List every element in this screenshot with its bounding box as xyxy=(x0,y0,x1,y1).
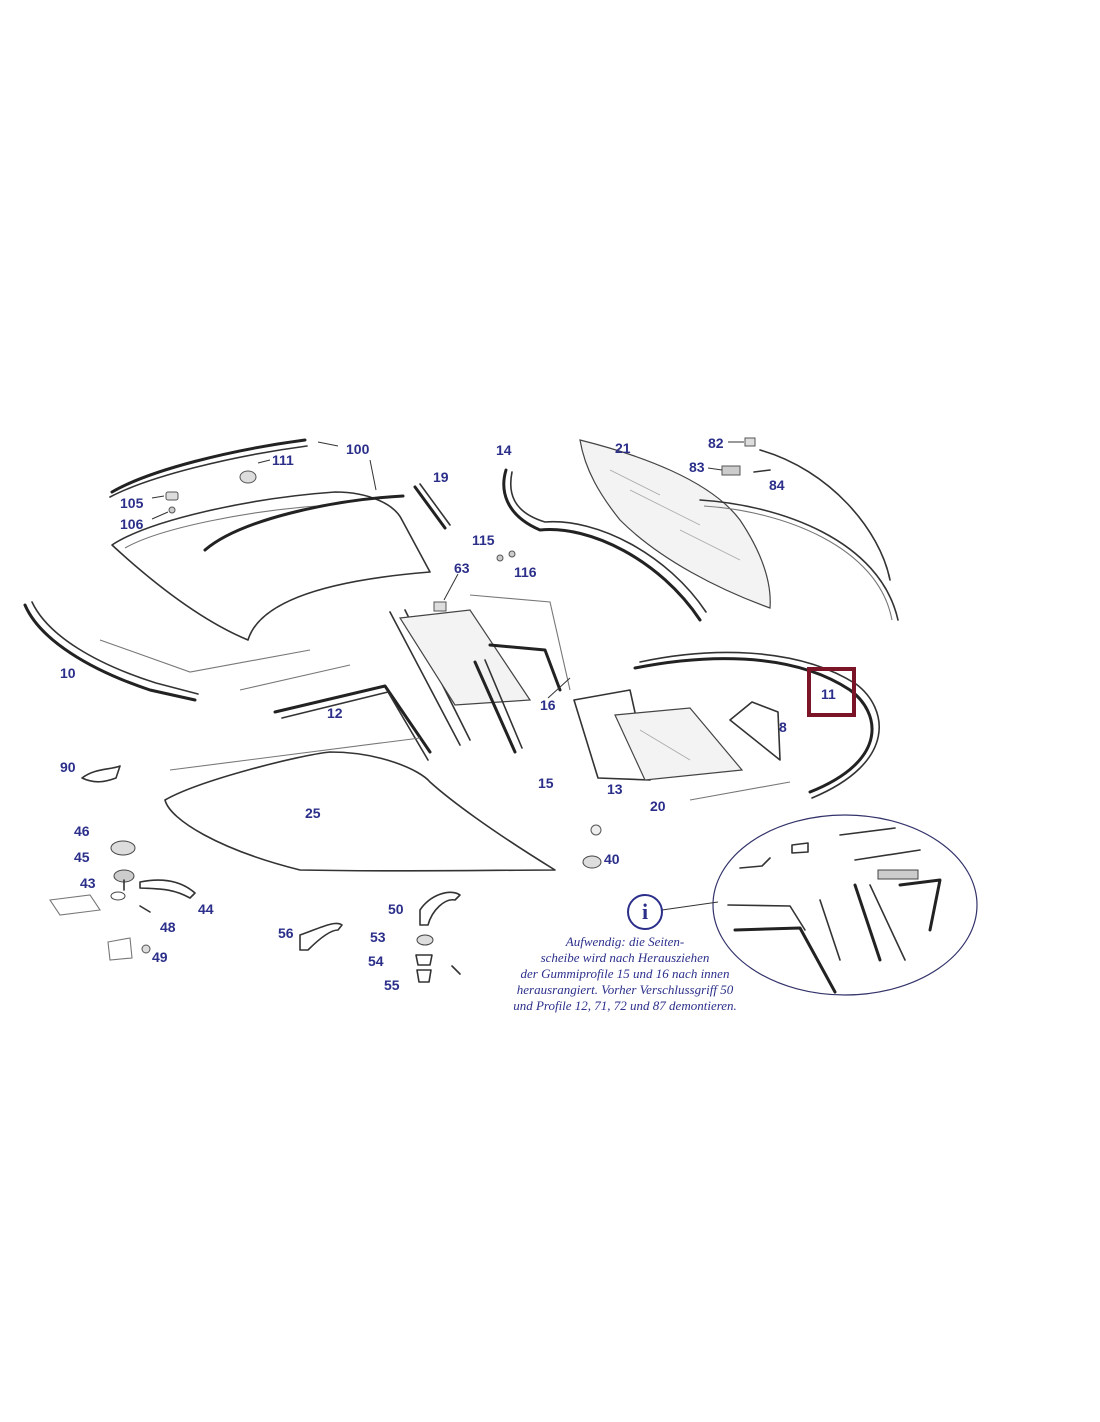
part-12-channel xyxy=(273,684,432,761)
part-21-rear-window xyxy=(579,439,771,609)
label-8: 8 xyxy=(779,719,787,735)
part-106-screw xyxy=(151,506,176,520)
svg-text:i: i xyxy=(642,899,648,924)
part-19-strip xyxy=(413,483,451,530)
part-20-quarter-glass xyxy=(614,707,744,781)
label-56: 56 xyxy=(278,925,294,941)
roof-panel xyxy=(111,491,431,641)
part-25-cover xyxy=(164,751,556,872)
label-55: 55 xyxy=(384,977,400,993)
label-106: 106 xyxy=(120,516,144,532)
label-25: 25 xyxy=(305,805,321,821)
label-50: 50 xyxy=(388,901,404,917)
label-90: 90 xyxy=(60,759,76,775)
part-10-seal xyxy=(23,601,199,702)
detail-circle xyxy=(712,814,978,996)
part-43-washer xyxy=(110,891,126,901)
part-82-clip xyxy=(728,437,756,447)
label-54: 54 xyxy=(368,953,384,969)
latch-assembly-left xyxy=(49,894,133,961)
label-11: 11 xyxy=(821,686,836,702)
info-note: Aufwendig: die Seiten- scheibe wird nach… xyxy=(513,934,737,1013)
label-43: 43 xyxy=(80,875,96,891)
note-line-3: der Gummiprofile 15 und 16 nach innen xyxy=(521,966,730,981)
label-15: 15 xyxy=(538,775,554,791)
part-48-pin xyxy=(139,905,151,913)
label-10: 10 xyxy=(60,665,76,681)
part-45-latch xyxy=(113,869,135,891)
label-63: 63 xyxy=(454,560,470,576)
info-leader xyxy=(661,901,719,911)
label-105: 105 xyxy=(120,495,144,511)
part-49-screw xyxy=(141,944,151,954)
side-window-frame xyxy=(389,594,571,746)
label-12: 12 xyxy=(327,705,343,721)
highlight-box-11 xyxy=(807,667,856,717)
part-53-nut xyxy=(416,934,434,946)
label-16: 16 xyxy=(540,697,556,713)
note-line-2: scheibe wird nach Herausziehen xyxy=(541,950,710,965)
note-line-1: Aufwendig: die Seiten- xyxy=(565,934,684,949)
label-13: 13 xyxy=(607,781,623,797)
label-40: 40 xyxy=(604,851,620,867)
label-44: 44 xyxy=(198,901,214,917)
label-19: 19 xyxy=(433,469,449,485)
part-83-latch xyxy=(707,465,741,476)
label-14: 14 xyxy=(496,442,512,458)
note-line-4: herausrangiert. Vorher Verschlussgriff 5… xyxy=(517,982,734,997)
part-46-cap xyxy=(110,840,136,856)
label-115: 115 xyxy=(472,532,495,548)
part-63-clip xyxy=(433,573,459,612)
label-20: 20 xyxy=(650,798,666,814)
part-50-handle xyxy=(419,891,461,926)
rail-strip xyxy=(99,639,351,691)
label-21: 21 xyxy=(615,440,631,456)
label-84: 84 xyxy=(769,477,785,493)
note-line-5: und Profile 12, 71, 72 und 87 demontiere… xyxy=(513,998,737,1013)
part-16-channel xyxy=(488,643,571,699)
part-44-lever xyxy=(139,879,196,899)
part-8-bracket xyxy=(729,701,781,761)
lower-strip xyxy=(169,737,791,801)
label-46: 46 xyxy=(74,823,90,839)
label-45: 45 xyxy=(74,849,90,865)
part-55-sleeve xyxy=(416,965,461,983)
part-111-knob xyxy=(239,459,271,484)
roof-seal-inner xyxy=(203,494,405,552)
label-111: 111 xyxy=(272,452,294,468)
label-48: 48 xyxy=(160,919,176,935)
label-82: 82 xyxy=(708,435,724,451)
part-14-window-seal xyxy=(502,468,707,622)
roof-seal-100 xyxy=(109,438,308,498)
info-icon: i xyxy=(627,894,663,930)
side-seal-long xyxy=(699,449,899,621)
part-90-handle xyxy=(81,765,121,783)
part-105-clip xyxy=(151,491,179,501)
part-115-screw xyxy=(496,554,504,562)
part-56-handle xyxy=(299,922,343,951)
label-83: 83 xyxy=(689,459,705,475)
part-54-bushing xyxy=(415,954,433,966)
part-40-grommet xyxy=(582,824,602,869)
label-100: 100 xyxy=(346,441,370,457)
part-116-nut xyxy=(508,550,516,558)
label-53: 53 xyxy=(370,929,386,945)
part-15-channel xyxy=(473,659,523,754)
part-84-screw xyxy=(753,469,771,473)
label-116: 116 xyxy=(514,564,537,580)
label-49: 49 xyxy=(152,949,168,965)
